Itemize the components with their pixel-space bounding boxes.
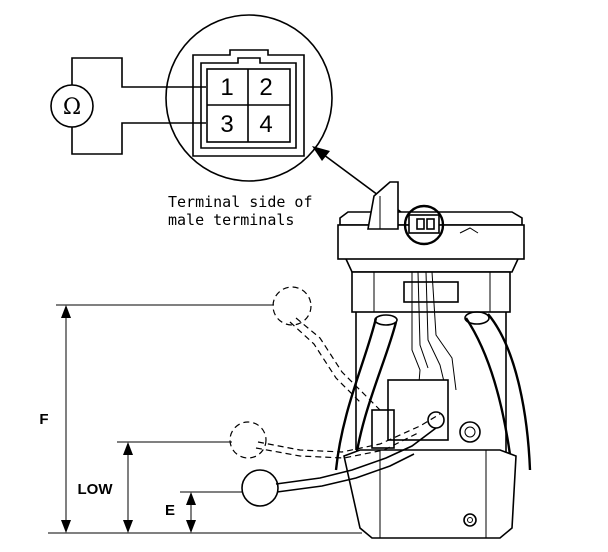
dimension-e: E (165, 492, 196, 533)
ohm-symbol: Ω (63, 95, 81, 120)
caption-line-1: Terminal side of (168, 193, 313, 211)
connector-detail: 1 2 3 4 (165, 14, 333, 182)
dimension-e-label: E (165, 502, 175, 519)
pump-base (343, 449, 517, 539)
float-empty (241, 469, 279, 507)
sender-unit (387, 379, 449, 441)
meter-lead-bottom (71, 122, 206, 155)
caption-line-2: male terminals (168, 211, 294, 229)
terminal-2-label: 2 (259, 74, 272, 101)
float-low (229, 421, 267, 459)
terminal-1-label: 1 (220, 74, 233, 101)
connector-housing-outer (192, 49, 305, 157)
flange-pipe (367, 181, 399, 230)
float-empty-position (241, 427, 437, 507)
dimension-f: F (39, 305, 71, 533)
connector-housing-inner (200, 57, 297, 149)
fuel-pump-assembly (334, 181, 532, 539)
dimension-low-label: LOW (78, 481, 114, 498)
terminal-3-label: 3 (220, 111, 233, 138)
ohmmeter: Ω (50, 57, 206, 155)
float-full-position (272, 286, 381, 411)
pump-body-upper (351, 271, 511, 313)
meter-lead-top (71, 57, 206, 88)
magnifier-circle (165, 14, 333, 182)
dimension-f-label: F (39, 411, 48, 428)
terminal-4-label: 4 (259, 111, 272, 138)
float-full (272, 286, 312, 326)
connector-callout-circle (403, 204, 445, 246)
dimension-low: LOW (78, 442, 133, 533)
float-low-position (229, 413, 441, 459)
